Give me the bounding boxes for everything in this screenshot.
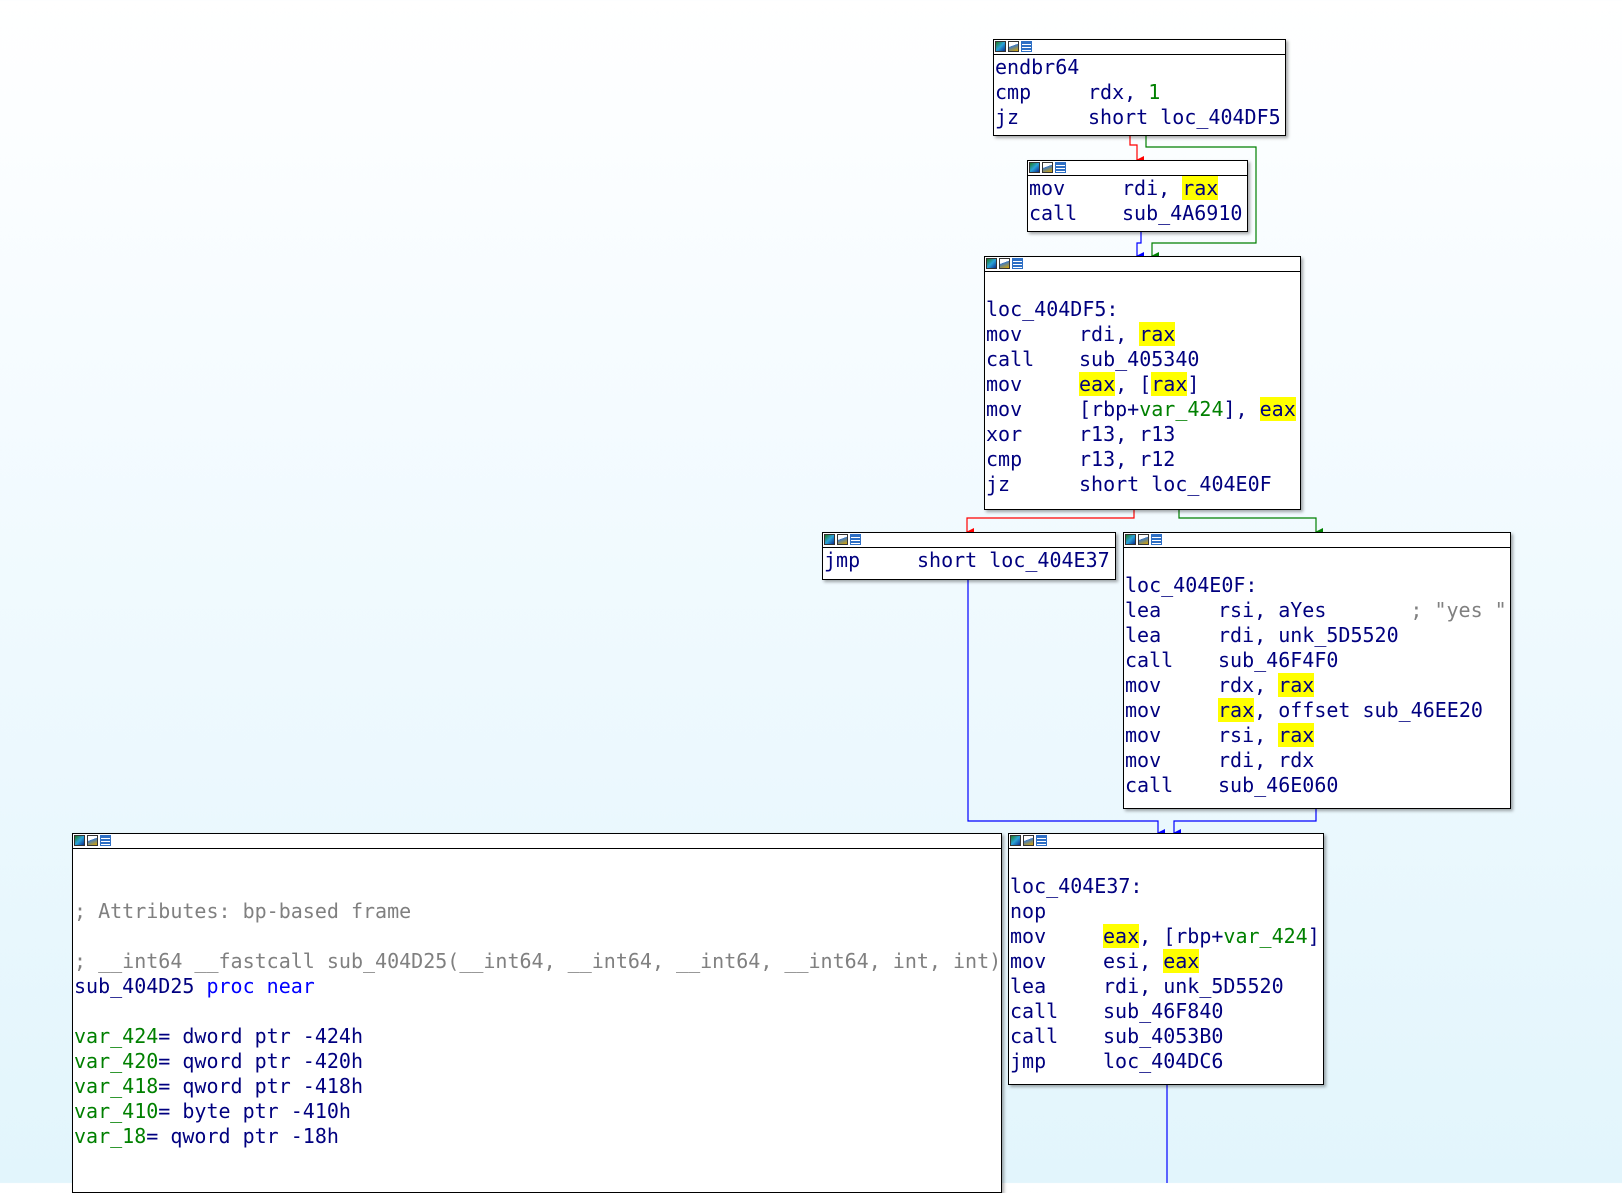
- stack-var[interactable]: var_18= qword ptr -18h: [74, 1124, 339, 1148]
- graph-node-icon[interactable]: [1042, 162, 1053, 173]
- node-header[interactable]: [1028, 161, 1247, 176]
- edge-n3-n5-true: [1178, 509, 1323, 536]
- stack-var[interactable]: var_424= dword ptr -424h: [74, 1024, 363, 1048]
- edge-n4-n7: [967, 579, 1165, 837]
- node-header[interactable]: [823, 533, 1115, 548]
- graph-node-icon[interactable]: [1008, 41, 1019, 52]
- color-node-icon[interactable]: [1029, 162, 1040, 173]
- asm-line[interactable]: nop: [1010, 899, 1047, 923]
- node-header[interactable]: [73, 834, 1001, 849]
- node-header[interactable]: [1124, 533, 1510, 548]
- color-node-icon[interactable]: [74, 835, 85, 846]
- color-node-icon[interactable]: [1125, 534, 1136, 545]
- text-view-icon[interactable]: [1151, 534, 1162, 545]
- edge-n3-n4-false: [966, 509, 1135, 536]
- edge-n1-n2-false: [1129, 135, 1144, 164]
- edge-n1-n3-true: [1145, 135, 1257, 260]
- proc-declaration[interactable]: sub_404D25 proc near: [74, 974, 315, 998]
- text-view-icon[interactable]: [850, 534, 861, 545]
- graph-node-icon[interactable]: [1138, 534, 1149, 545]
- stack-var[interactable]: var_418= qword ptr -418h: [74, 1074, 363, 1098]
- color-node-icon[interactable]: [824, 534, 835, 545]
- graph-node-icon[interactable]: [999, 258, 1010, 269]
- graph-node-function-header[interactable]: ; Attributes: bp-based frame ; __int64 _…: [72, 833, 1002, 1193]
- color-node-icon[interactable]: [1010, 835, 1021, 846]
- node-header[interactable]: [985, 257, 1300, 272]
- code-label[interactable]: loc_404DF5:: [986, 297, 1119, 321]
- graph-node-icon[interactable]: [87, 835, 98, 846]
- edge-n5-n7: [1173, 808, 1317, 837]
- node-header[interactable]: [994, 40, 1285, 55]
- function-signature-comment: ; __int64 __fastcall sub_404D25(__int64,…: [74, 949, 1002, 973]
- stack-var[interactable]: var_420= qword ptr -420h: [74, 1049, 363, 1073]
- text-view-icon[interactable]: [1012, 258, 1023, 269]
- stack-var[interactable]: var_410= byte ptr -410h: [74, 1099, 351, 1123]
- color-node-icon[interactable]: [995, 41, 1006, 52]
- attributes-comment: ; Attributes: bp-based frame: [74, 899, 412, 923]
- node-header[interactable]: [1009, 834, 1323, 849]
- asm-line[interactable]: endbr64: [995, 55, 1080, 79]
- text-view-icon[interactable]: [1021, 41, 1032, 52]
- text-view-icon[interactable]: [1036, 835, 1047, 846]
- text-view-icon[interactable]: [1055, 162, 1066, 173]
- graph-node-icon[interactable]: [837, 534, 848, 545]
- code-label[interactable]: loc_404E0F:: [1125, 573, 1258, 597]
- color-node-icon[interactable]: [986, 258, 997, 269]
- code-label[interactable]: loc_404E37:: [1010, 874, 1143, 898]
- edge-n2-n3: [1136, 231, 1144, 260]
- asm-line[interactable]: mov[rbp+var_424], eax: [986, 397, 1296, 421]
- text-view-icon[interactable]: [100, 835, 111, 846]
- graph-node-icon[interactable]: [1023, 835, 1034, 846]
- string-comment: ; "yes ": [1410, 598, 1507, 622]
